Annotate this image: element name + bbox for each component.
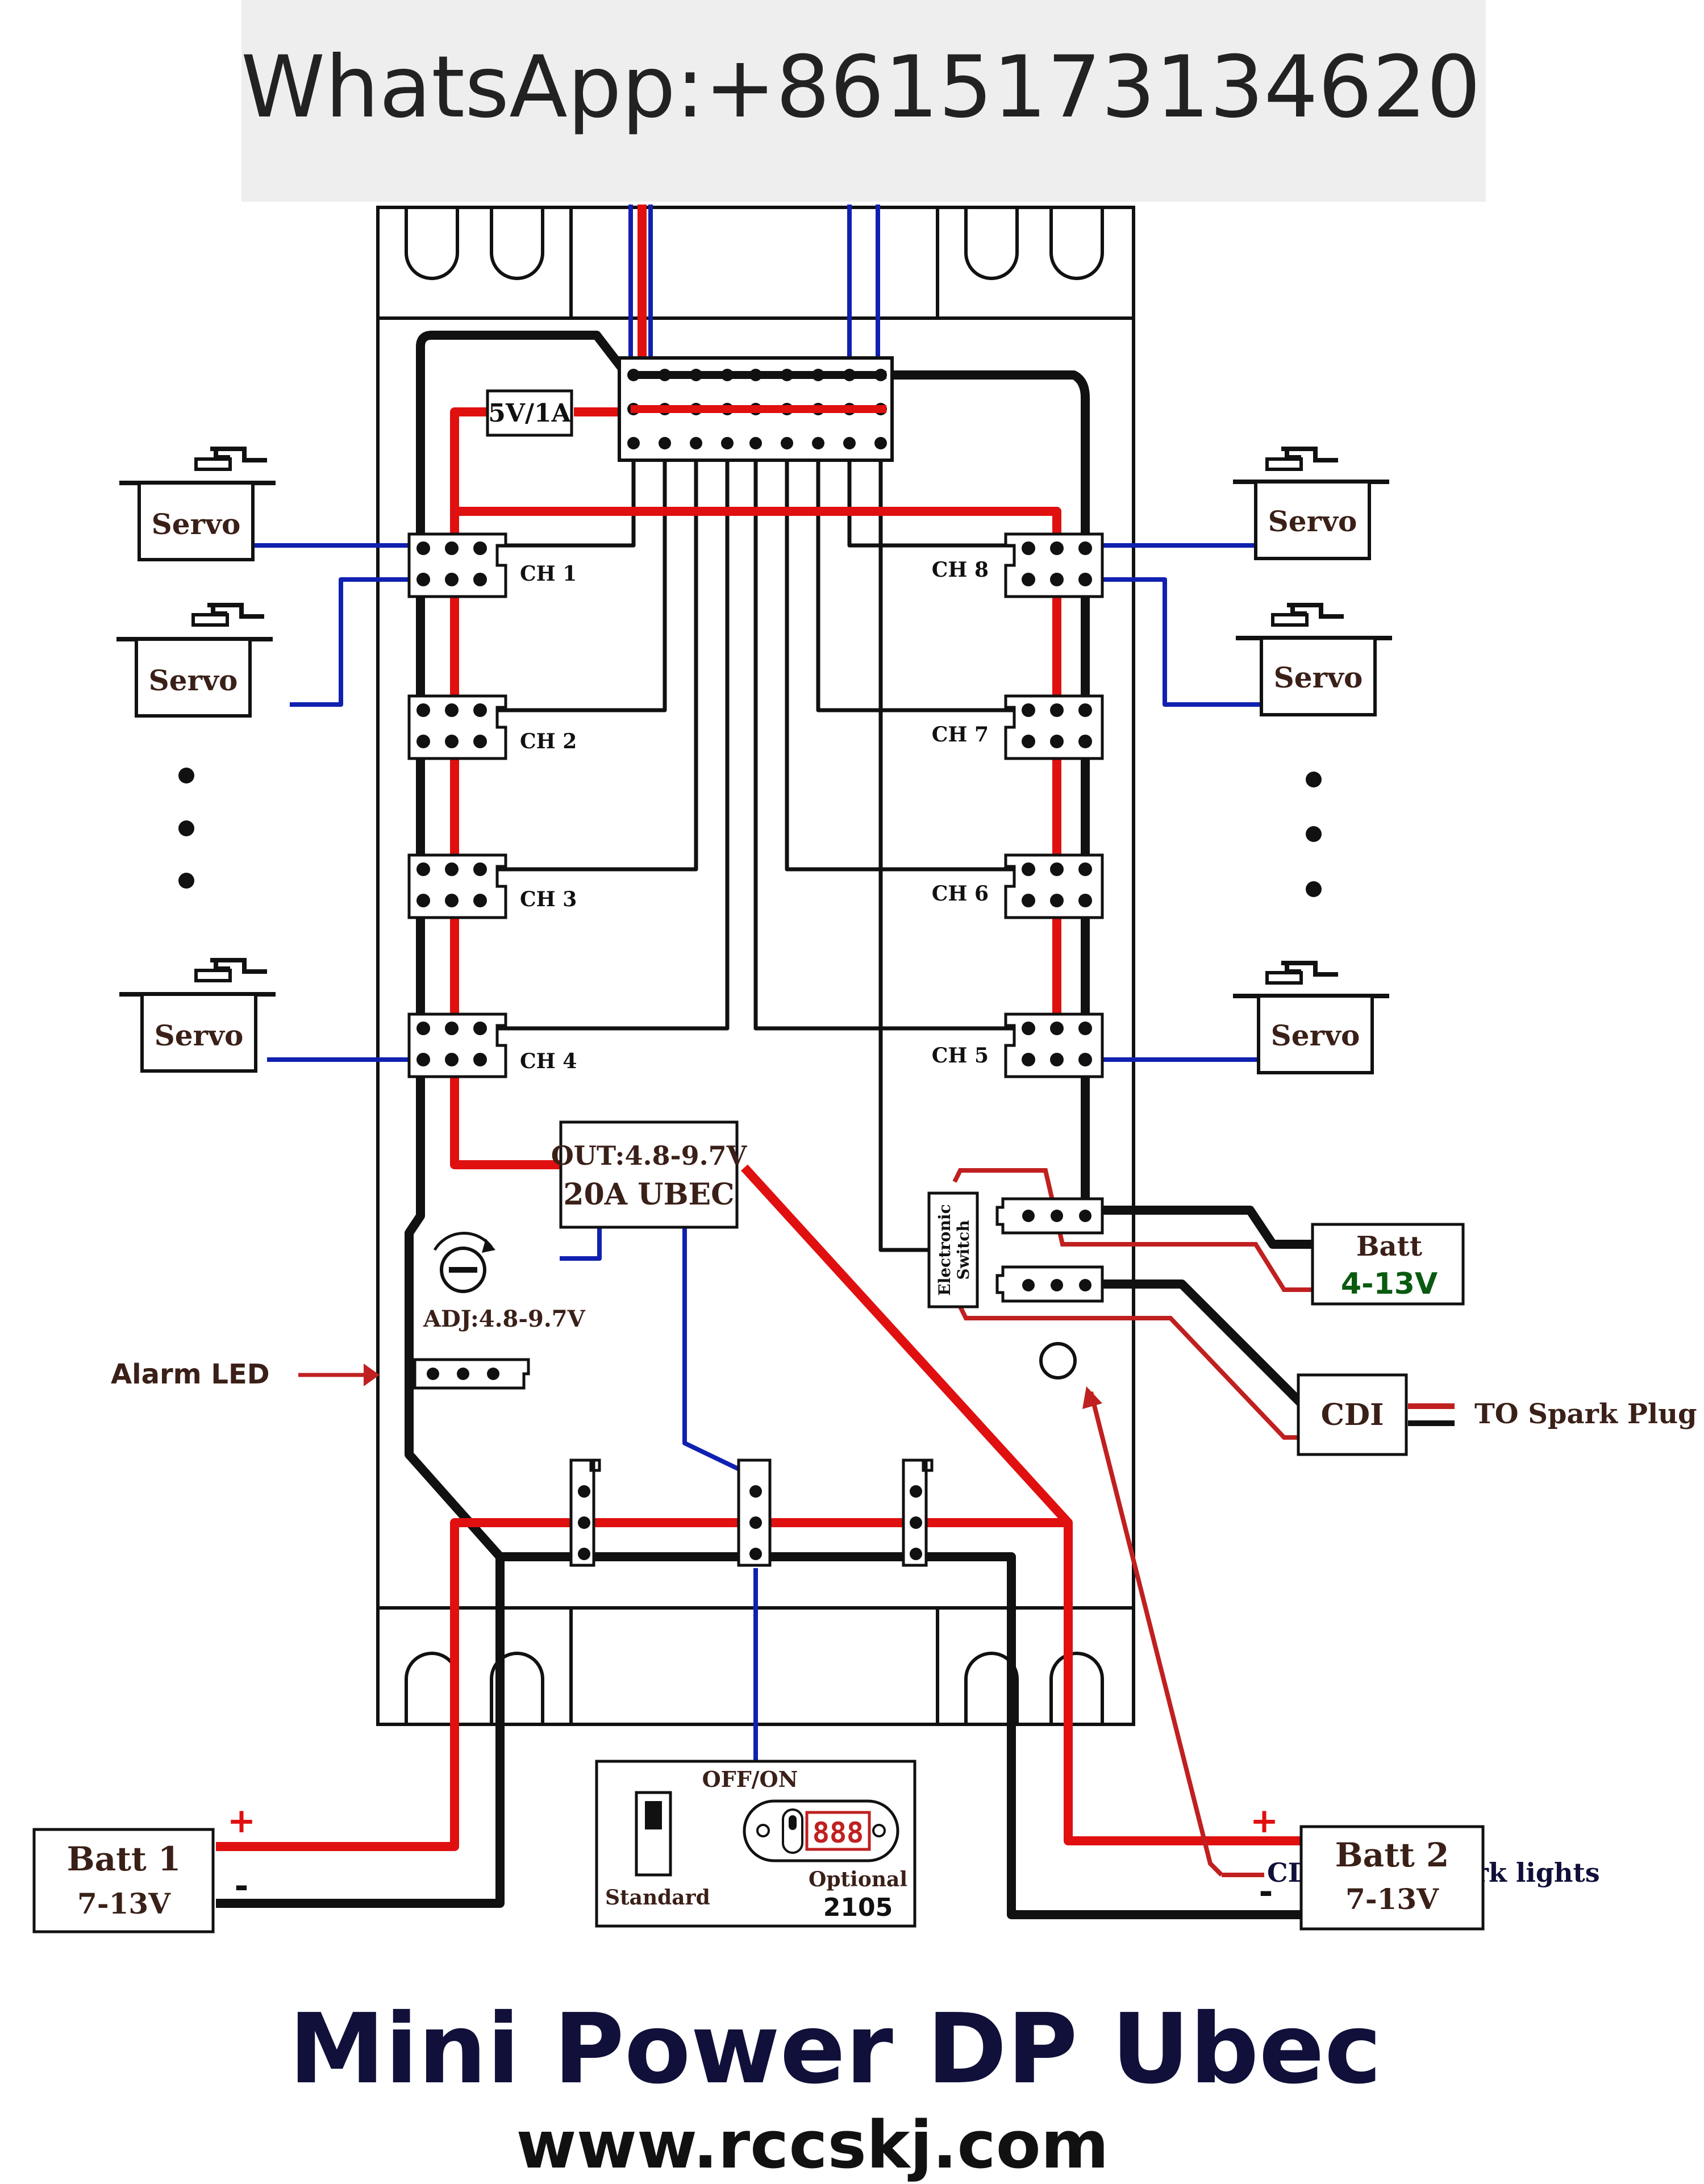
servo-label: Servo: [1274, 661, 1363, 694]
ellipsis-right: [1306, 772, 1322, 897]
servo-label: Servo: [1271, 1019, 1360, 1052]
ground-wires: [216, 331, 1318, 1919]
label-ch3: CH 3: [520, 887, 577, 911]
ignition-battery-box: [1311, 1223, 1465, 1306]
whatsapp-banner: [241, 0, 1486, 202]
ubec-box: [559, 1120, 739, 1229]
label-ch2: CH 2: [520, 730, 577, 753]
channel-connector-ch1: [407, 532, 507, 598]
label-ch4: CH 4: [520, 1049, 577, 1073]
switch-standard-label: Standard: [605, 1886, 710, 1910]
standard-switch-icon: [635, 1791, 672, 1877]
channel-connector-ch7: [1004, 694, 1104, 760]
ubec-output-label: OUT:4.8-9.7V: [551, 1140, 748, 1171]
channel-connector-ch2: [407, 694, 507, 760]
channel-connector-ch6: [1004, 853, 1104, 919]
cdi-box: [1297, 1373, 1408, 1456]
regulator-5v-label: 5V/1A: [488, 399, 571, 428]
electronic-switch-label-2: Switch: [954, 1220, 973, 1279]
alarm-arrow-icon: [364, 1364, 380, 1386]
switch-offon-label: OFF/ON: [702, 1766, 798, 1792]
label-ch6: CH 6: [932, 882, 989, 906]
servo-right-1: Servo: [1233, 447, 1389, 560]
spark-plug-label: TO Spark Plug: [1474, 1398, 1697, 1430]
electronic-switch-box: [927, 1191, 979, 1308]
servo-left-2: Servo: [116, 603, 273, 718]
battery-1-box: [32, 1828, 215, 1933]
mounting-slots: [405, 207, 1104, 1724]
top-header-block: [618, 356, 894, 462]
channel-traces: [483, 443, 1023, 1252]
battery-2-voltage: 7-13V: [1345, 1882, 1439, 1916]
channel-connector-ch4: [407, 1012, 507, 1078]
servo-label: Servo: [152, 507, 241, 541]
ignition-battery-voltage: 4-13V: [1341, 1267, 1438, 1301]
channel-connector-ch5: [1004, 1012, 1104, 1078]
label-ch7: CH 7: [932, 723, 989, 747]
switch-model-label: 2105: [823, 1893, 893, 1922]
product-title: Mini Power DP Ubec: [289, 1993, 1381, 2106]
svg-text:888: 888: [813, 1816, 864, 1849]
adjust-potentiometer-icon: [433, 1232, 495, 1293]
whatsapp-text: WhatsApp:+8615173134620: [241, 38, 1481, 137]
alarm-led-label: Alarm LED: [111, 1358, 270, 1390]
servo-label: Servo: [155, 1019, 244, 1052]
battery-2-box: [1299, 1825, 1485, 1931]
battery-1-voltage: 7-13V: [77, 1887, 171, 1920]
servo-right-2: Servo: [1236, 603, 1392, 716]
ubec-rating-label: 20A UBEC: [563, 1177, 734, 1212]
channel-connector-ch3: [407, 853, 507, 919]
cdi-connector-bottom: [995, 1265, 1104, 1303]
servo-left-3: Servo: [119, 958, 276, 1073]
battery-2-minus-label: -: [1259, 1872, 1273, 1912]
channel-connector-ch8: [1004, 532, 1104, 598]
cdi-red-wires: [952, 1168, 1318, 1877]
ignition-battery-title: Batt: [1356, 1231, 1422, 1262]
work-lights-arrow-icon: [1082, 1386, 1102, 1409]
servo-right-3: Servo: [1233, 961, 1389, 1074]
signal-wires: [253, 205, 1261, 1778]
optional-display-switch-icon: 888: [743, 1799, 899, 1862]
battery-1-plus-label: +: [227, 1801, 256, 1841]
servo-left-1: Servo: [119, 447, 276, 561]
website-url: www.rccskj.com: [516, 2107, 1109, 2183]
battery-2-plus-label: +: [1250, 1801, 1278, 1841]
alarm-led-connector: [413, 1358, 530, 1390]
battery-2-title: Batt 2: [1335, 1836, 1449, 1874]
cdi-connector-top: [995, 1197, 1104, 1235]
ellipsis-left: [178, 768, 194, 889]
battery-1-title: Batt 1: [67, 1840, 181, 1878]
work-light-led-icon: [1039, 1342, 1077, 1379]
regulator-5v-box: [486, 389, 573, 437]
adjust-label: ADJ:4.8-9.7V: [423, 1306, 586, 1332]
bottom-header-pins: [569, 1458, 934, 1567]
label-ch1: CH 1: [520, 562, 577, 586]
battery-1-minus-label: -: [235, 1866, 249, 1906]
label-ch8: CH 8: [932, 558, 989, 582]
cdi-label: CDI: [1321, 1398, 1384, 1432]
servo-label: Servo: [1268, 505, 1357, 538]
electronic-switch-label-1: Electronic: [935, 1204, 954, 1295]
label-ch5: CH 5: [932, 1044, 989, 1068]
servo-label: Servo: [149, 664, 238, 697]
switch-optional-label: Optional: [809, 1868, 907, 1891]
